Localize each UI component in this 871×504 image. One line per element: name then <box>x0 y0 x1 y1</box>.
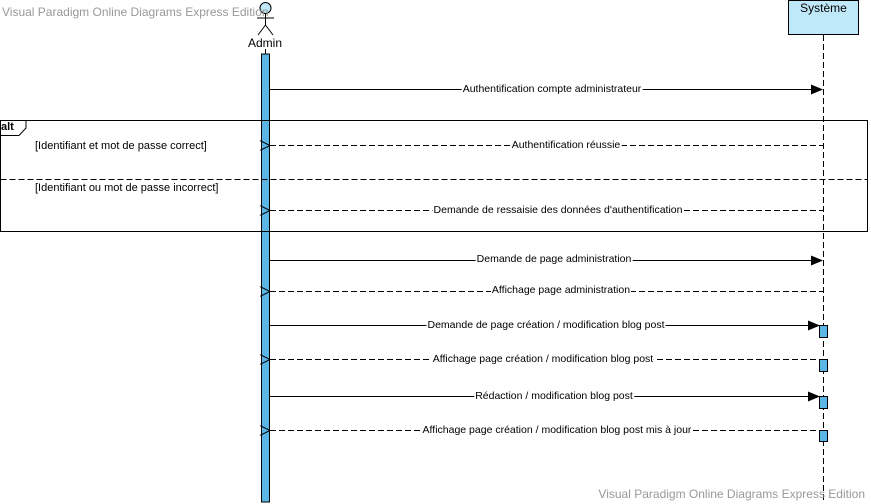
alt-fragment-frame <box>0 120 868 232</box>
alt-operator: alt <box>1 121 14 133</box>
system-activation-1 <box>819 325 828 338</box>
message-label-8: Rédaction / modification blog post <box>474 390 634 402</box>
message-label-6: Demande de page création / modification … <box>426 319 666 331</box>
message-label-3: Demande de ressaisie des données d'authe… <box>432 204 684 216</box>
message-label-2: Authentification réussie <box>510 139 622 151</box>
message-label-4: Demande de page administration <box>475 253 633 265</box>
message-label-9: Affichage page création / modification b… <box>421 424 693 436</box>
message-label-1: Authentification compte administrateur <box>461 83 643 95</box>
system-lifeline-head: Système <box>788 0 859 35</box>
message-label-7: Affichage page création / modification b… <box>431 353 655 365</box>
system-activation-3 <box>819 396 828 409</box>
alt-fragment-tag <box>0 120 27 136</box>
alt-guard-1: [Identifiant et mot de passe correct] <box>35 140 207 152</box>
system-activation-4 <box>819 430 828 442</box>
actor-activation-bar <box>261 53 270 503</box>
system-activation-2 <box>819 359 828 372</box>
message-label-5: Affichage page administration <box>490 284 632 296</box>
actor-name: Admin <box>248 36 283 50</box>
actor-icon <box>257 2 274 36</box>
watermark-top: Visual Paradigm Online Diagrams Express … <box>2 5 269 19</box>
system-name: Système <box>800 1 847 15</box>
alt-guard-2: [Identifiant ou mot de passe incorrect] <box>35 182 219 194</box>
watermark-bottom: Visual Paradigm Online Diagrams Express … <box>598 487 865 501</box>
